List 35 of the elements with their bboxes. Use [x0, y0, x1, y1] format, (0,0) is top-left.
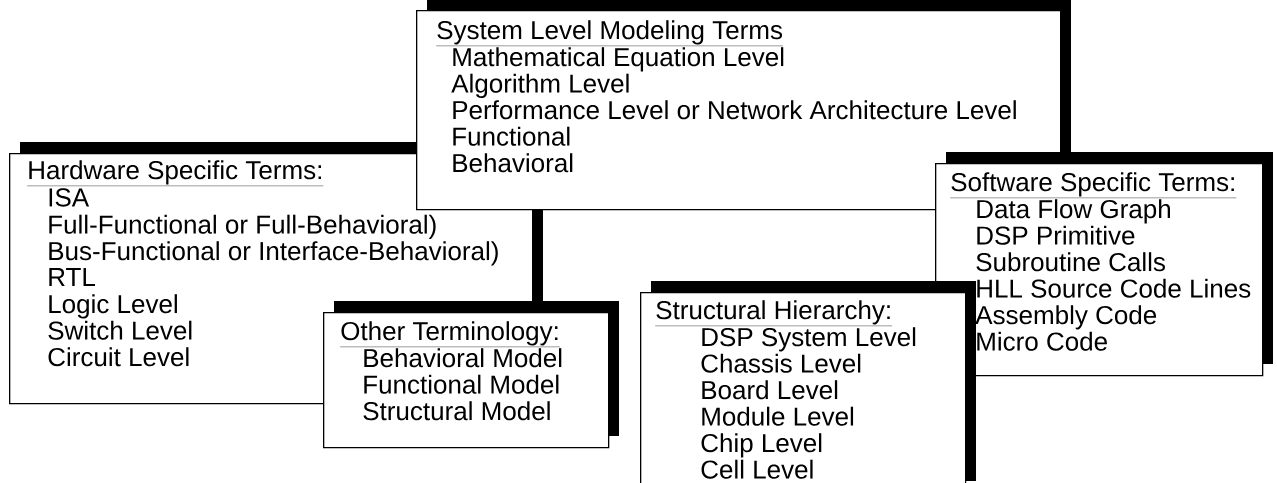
list-item: DSP Primitive — [977, 225, 1135, 245]
list-item: ISA — [49, 188, 90, 207]
list-item: Assembly Code — [975, 305, 1157, 330]
list-item: Full-Functional or Full-Behavioral) — [49, 214, 436, 239]
box-heading: System Level Modeling Terms — [436, 20, 784, 47]
list-item: Board Level — [702, 380, 838, 400]
term-box — [323, 301, 619, 449]
list-item: Structural Model — [363, 401, 550, 421]
list-item: Bus-Functional or Interface-Behavioral) — [49, 241, 498, 266]
box-heading: Structural Hierarchy: — [655, 300, 893, 327]
list-item: Mathematical Equation Level — [453, 47, 784, 72]
list-item: Circuit Level — [48, 347, 189, 367]
box-heading: Other Terminology: — [340, 321, 561, 348]
term-box — [935, 152, 1273, 377]
list-item: Behavioral Model — [364, 348, 562, 368]
list-item: Data Flow Graph — [977, 199, 1170, 224]
list-item: Subroutine Calls — [976, 252, 1165, 272]
box-heading: Hardware Specific Terms: — [27, 160, 324, 187]
list-item: Module Level — [702, 406, 854, 426]
term-box — [640, 281, 976, 483]
list-item: Functional — [453, 126, 570, 146]
list-item: Micro Code — [977, 331, 1107, 351]
list-item: HLL Source Code Lines — [977, 278, 1251, 298]
list-item: Algorithm Level — [451, 73, 629, 98]
list-item: Functional Model — [364, 374, 559, 394]
list-item: Switch Level — [48, 320, 192, 340]
list-item: Behavioral — [453, 153, 573, 173]
list-item: Chassis Level — [701, 353, 861, 373]
list-item: RTL — [49, 268, 95, 286]
list-item: Cell Level — [701, 459, 813, 479]
box-heading: Software Specific Terms: — [950, 172, 1237, 199]
list-item: DSP System Level — [702, 327, 916, 352]
list-item: Performance Level or Network Architecture Level — [453, 100, 1016, 120]
list-item: Logic Level — [49, 294, 177, 319]
list-item: Chip Level — [701, 433, 822, 458]
